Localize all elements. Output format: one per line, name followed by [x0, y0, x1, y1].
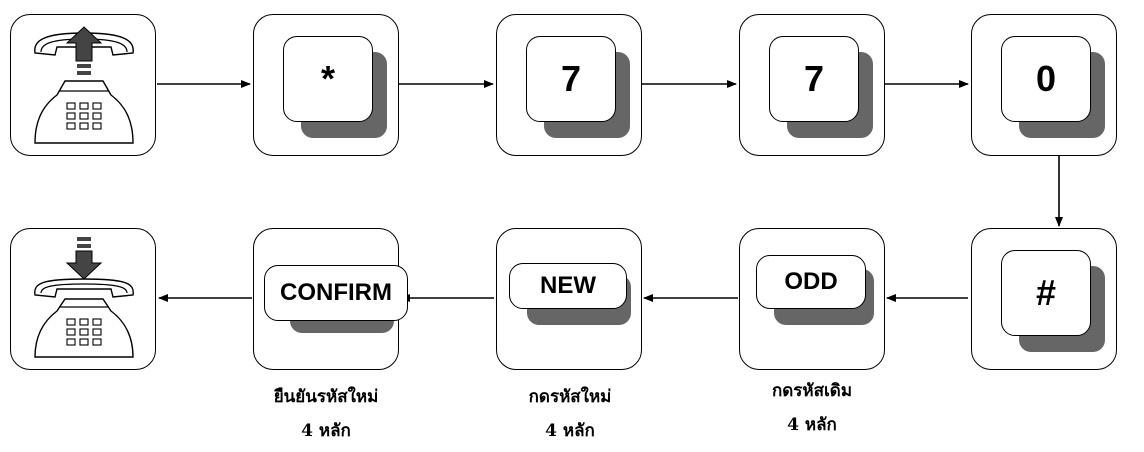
seven-key: 7 — [769, 36, 859, 122]
phone-on-hook-icon — [34, 237, 134, 358]
phone-off-hook-icon — [34, 26, 134, 144]
caption-confirm: ยืนยันรหัสใหม่ 4 หลัก — [226, 380, 426, 448]
caption-new-line1: กดรหัสใหม่ — [528, 387, 612, 407]
step-press-star: * — [253, 14, 399, 156]
star-key: * — [283, 36, 373, 122]
step-press-hash: # — [971, 228, 1117, 370]
seven-key: 7 — [526, 36, 616, 122]
new-key: NEW — [509, 263, 627, 309]
step-lift-handset — [10, 14, 156, 156]
caption-new: กดรหัสใหม่ 4 หลัก — [470, 380, 670, 448]
hash-key: # — [1001, 250, 1091, 336]
step-hang-up — [10, 228, 156, 370]
odd-key: ODD — [756, 255, 866, 309]
step-confirm-new-code: CONFIRM — [253, 228, 408, 370]
confirm-key: CONFIRM — [264, 265, 408, 321]
caption-old-line2: 4 หลัก — [787, 415, 837, 435]
step-press-7-second: 7 — [739, 14, 885, 156]
zero-key: 0 — [1001, 36, 1091, 122]
step-press-7-first: 7 — [496, 14, 642, 156]
caption-confirm-line2: 4 หลัก — [301, 421, 351, 441]
step-press-0: 0 — [971, 14, 1117, 156]
step-enter-old-code: ODD — [739, 228, 885, 370]
caption-confirm-line1: ยืนยันรหัสใหม่ — [273, 387, 379, 407]
step-enter-new-code: NEW — [496, 228, 642, 370]
caption-old: กดรหัสเดิม 4 หลัก — [712, 374, 912, 442]
caption-new-line2: 4 หลัก — [545, 421, 595, 441]
caption-old-line1: กดรหัสเดิม — [771, 381, 853, 401]
